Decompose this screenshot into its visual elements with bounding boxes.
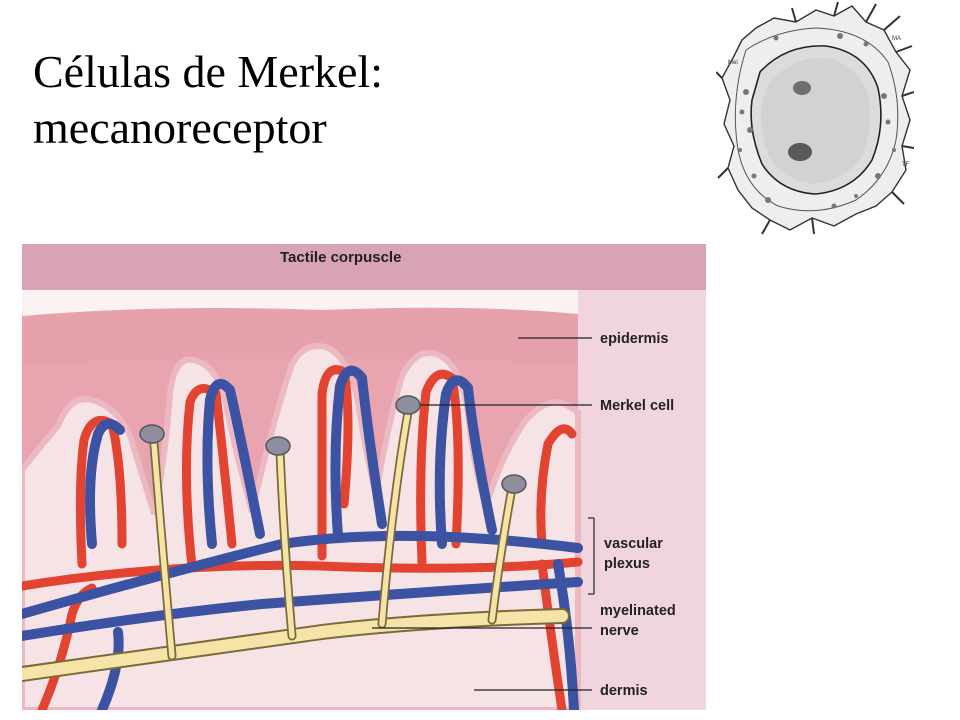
tactile-corpuscle-diagram: Tactile corpuscle [22, 244, 706, 710]
header-band [22, 244, 706, 290]
slide-title: Células de Merkel: mecanoreceptor [33, 44, 383, 156]
slide-title-line-2: mecanoreceptor [33, 102, 327, 153]
label-plexus: plexus [604, 556, 650, 572]
micrograph-label-tf: TF [902, 162, 910, 168]
label-vascular: vascular [604, 536, 663, 552]
label-myelinated: myelinated [600, 603, 676, 619]
merkel-cell [139, 424, 165, 444]
nucleolus-2 [788, 143, 812, 161]
micrograph-label-mel: Mel [728, 60, 738, 66]
label-merkel-cell: Merkel cell [600, 398, 674, 414]
nucleolus [793, 81, 811, 95]
label-nerve: nerve [600, 623, 639, 639]
micrograph-label-ma: MA [892, 36, 901, 42]
label-epidermis: epidermis [600, 331, 669, 347]
label-dermis: dermis [600, 683, 648, 699]
slide-title-line-1: Células de Merkel: [33, 46, 384, 97]
label-panel [578, 290, 706, 710]
merkel-cell-micrograph: Mel MA TF [715, 0, 915, 236]
figure-title: Tactile corpuscle [280, 249, 401, 266]
merkel-cell [265, 436, 291, 456]
merkel-cell [395, 395, 421, 415]
merkel-cell [501, 474, 527, 494]
